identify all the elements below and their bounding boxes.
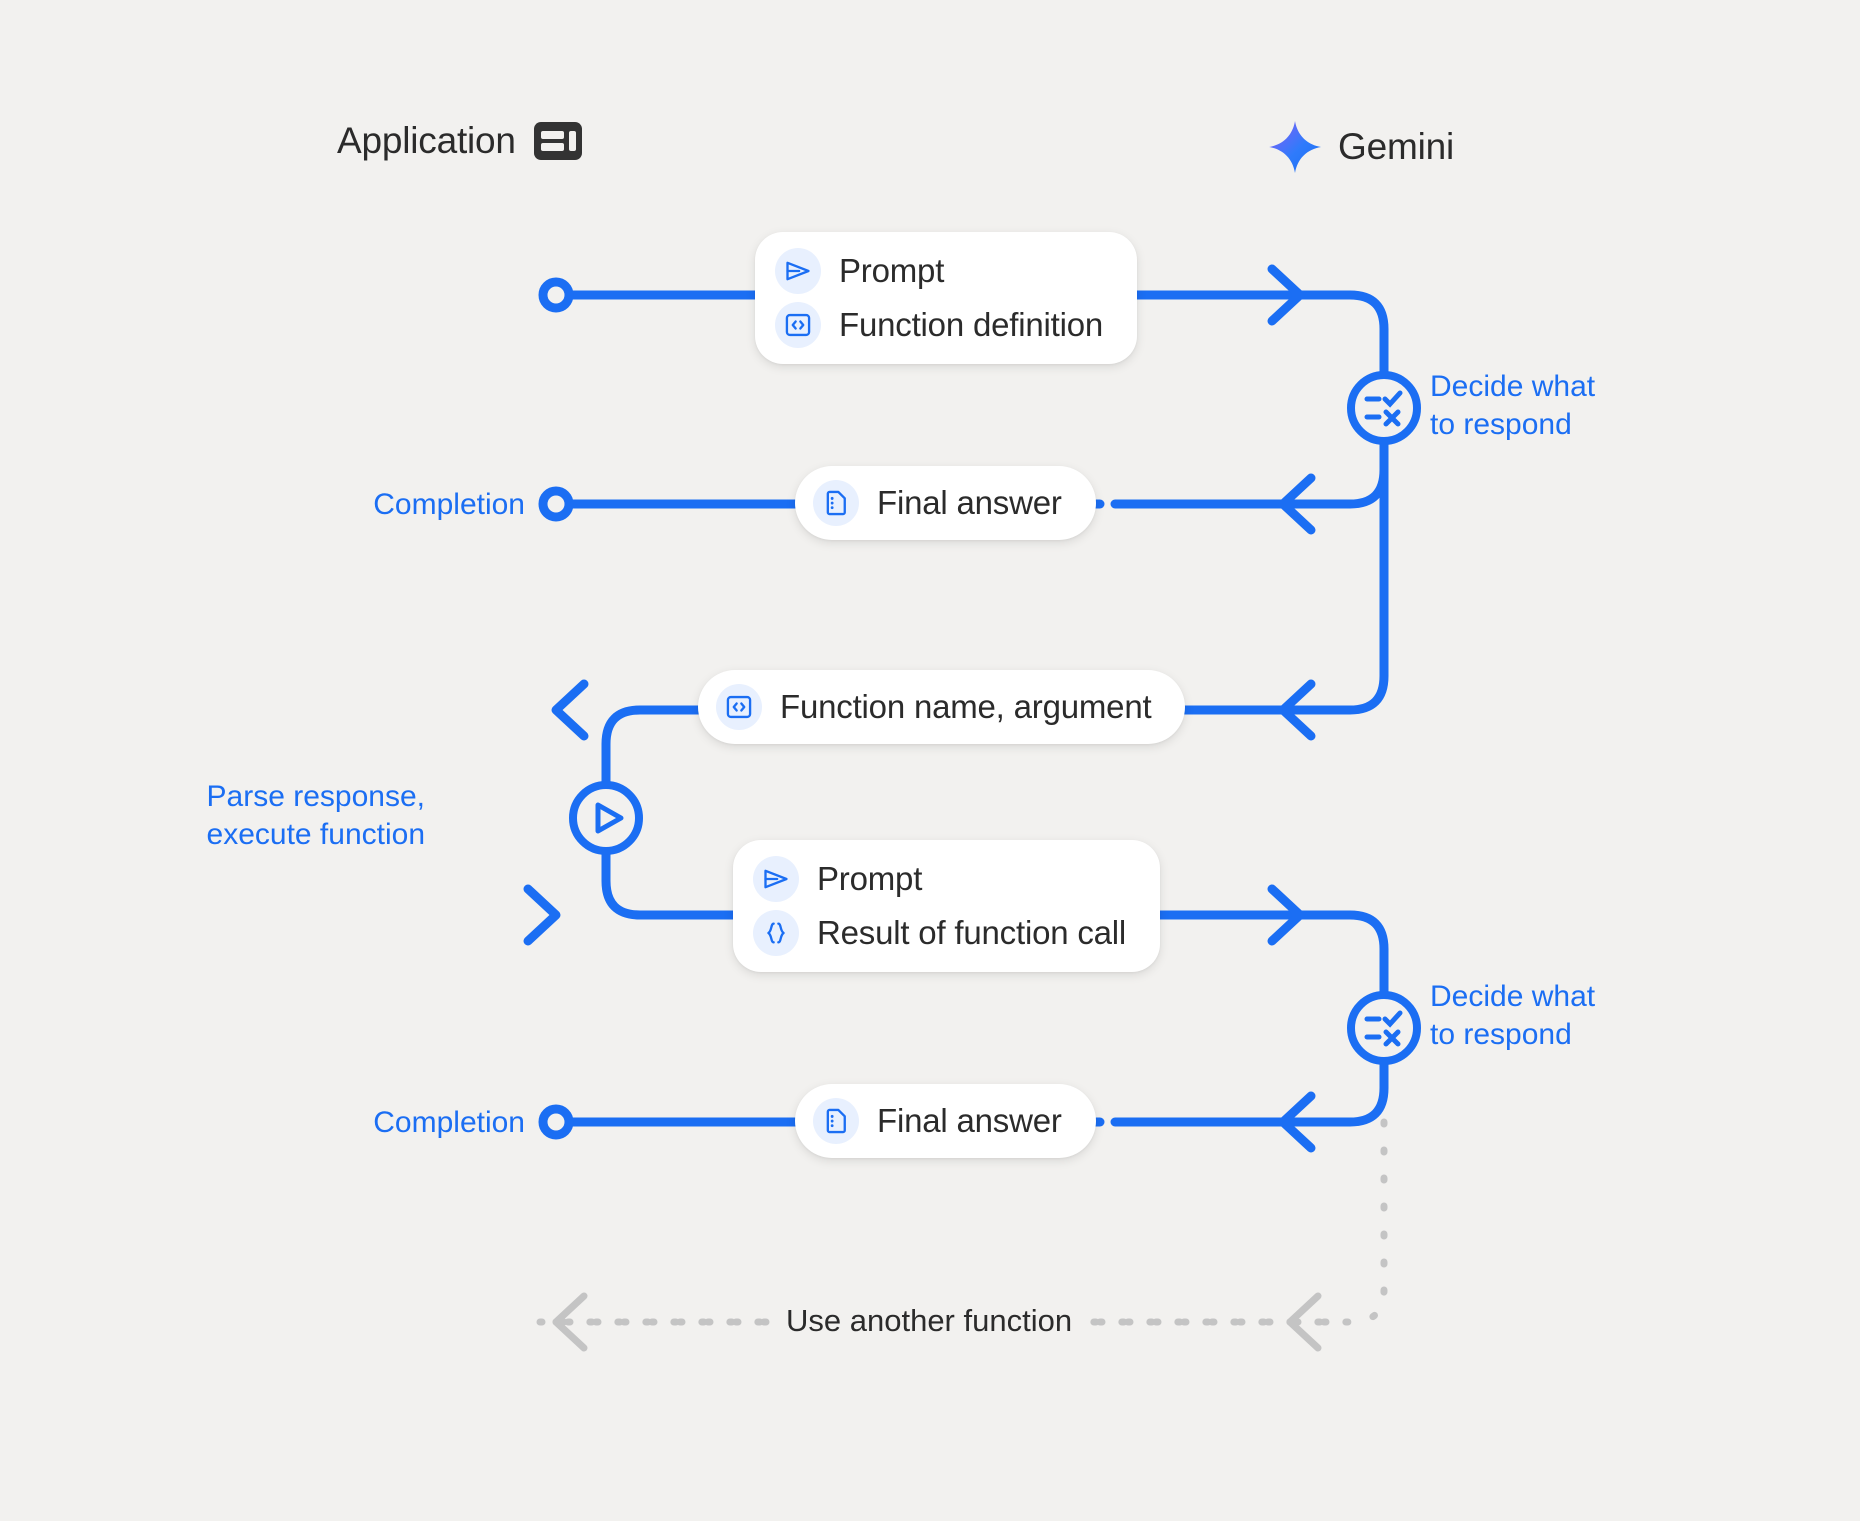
gemini-sparkle-icon — [1268, 120, 1322, 174]
arrowhead-parse-out — [523, 884, 561, 946]
checklist-decision-icon — [1347, 371, 1421, 445]
card-row: Final answer — [813, 1098, 1062, 1144]
endpoint-dot-completion-1 — [538, 486, 574, 522]
wire-decide1-to-final — [1110, 431, 1389, 509]
arrowhead-funccall-left — [551, 679, 589, 741]
arrowhead-to-app-1 — [1278, 473, 1316, 535]
send-icon — [753, 856, 799, 902]
prompt-function-definition-card: Prompt Function definition — [755, 232, 1138, 364]
completion-label-2: Completion — [373, 1106, 525, 1139]
card-row-label: Final answer — [877, 1102, 1062, 1139]
card-row-label: Function name, argument — [780, 688, 1152, 725]
card-row-label: Prompt — [817, 860, 923, 897]
arrowhead-to-gemini-2 — [1267, 884, 1305, 946]
card-row-label: Final answer — [877, 484, 1062, 521]
completion-label-1: Completion — [373, 488, 525, 521]
card-row: Prompt — [775, 248, 1103, 294]
checklist-decision-icon — [1347, 991, 1421, 1065]
arrowhead-to-gemini-1 — [1267, 264, 1305, 326]
card-row: Prompt — [753, 856, 1126, 902]
wire-decide1-to-funccall — [1110, 431, 1389, 715]
endpoint-dot-completion-2 — [538, 1104, 574, 1140]
wire-prompt-out-right — [1110, 290, 1389, 385]
card-row: Function definition — [775, 302, 1103, 348]
application-label: Application — [337, 120, 516, 161]
gemini-label: Gemini — [1338, 126, 1454, 167]
document-icon — [813, 480, 859, 526]
decide-node-2-label: Decide what to respond — [1430, 980, 1596, 1051]
parse-execute-node-label: Parse response, execute function — [206, 780, 425, 851]
card-row: Final answer — [813, 480, 1062, 526]
play-icon — [569, 781, 643, 855]
column-header-gemini: Gemini — [1268, 120, 1454, 174]
column-header-application: Application — [337, 120, 584, 162]
app-window-icon — [532, 120, 584, 162]
card-row-label: Result of function call — [817, 914, 1127, 951]
final-answer-card-1: Final answer — [795, 466, 1096, 540]
wire-decide2-to-final2 — [1110, 1051, 1389, 1127]
endpoint-dot-start — [538, 277, 574, 313]
arrowhead-to-app-3 — [1278, 1091, 1316, 1153]
code-brackets-icon — [775, 302, 821, 348]
arrowhead-to-app-2 — [1278, 679, 1316, 741]
card-row: Function name, argument — [716, 684, 1152, 730]
use-another-function-label: Use another function — [770, 1303, 1089, 1339]
prompt-result-card: Prompt Result of function call — [733, 840, 1161, 972]
decide-node-1-label: Decide what to respond — [1430, 370, 1596, 441]
final-answer-card-2: Final answer — [795, 1084, 1096, 1158]
card-row: Result of function call — [753, 910, 1126, 956]
curly-braces-icon — [753, 910, 799, 956]
function-name-argument-card: Function name, argument — [698, 670, 1186, 744]
card-row-label: Prompt — [839, 252, 945, 289]
document-icon — [813, 1098, 859, 1144]
card-row-label: Function definition — [839, 306, 1104, 343]
code-brackets-icon — [716, 684, 762, 730]
send-icon — [775, 248, 821, 294]
